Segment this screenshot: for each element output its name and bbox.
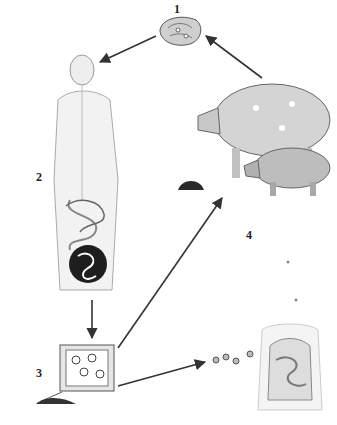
callout-number: 1 <box>172 2 182 16</box>
proglottids-and-eggs-part <box>60 345 114 391</box>
proglottids-and-eggs-part <box>80 368 88 376</box>
human-intestine-part <box>295 299 298 302</box>
human-host-part <box>69 245 107 283</box>
pigs-part <box>198 108 220 134</box>
eggs-part <box>213 357 219 363</box>
cycle-arrows-part <box>100 36 156 62</box>
pork-meat-part <box>160 17 201 45</box>
proglottids-and-eggs-part <box>88 354 96 362</box>
proglottids-and-eggs-part <box>96 370 104 378</box>
callout-number: 4 <box>244 228 254 242</box>
pigs-part <box>178 181 204 190</box>
pigs-part <box>310 182 316 196</box>
human-intestine-part <box>276 357 306 385</box>
pigs <box>178 84 330 196</box>
pigs-part <box>270 182 276 196</box>
proglottids-and-eggs-part <box>72 356 80 364</box>
cycle-arrows-part <box>206 36 262 78</box>
proglottids-and-eggs-part <box>36 398 76 404</box>
human-host-part <box>54 91 118 290</box>
pigs-part <box>253 105 259 111</box>
cycle-arrows-part <box>118 198 222 348</box>
cycle-arrows-part <box>91 300 93 338</box>
cycle-arrows <box>92 36 262 386</box>
pigs-part <box>254 148 330 188</box>
proglottids-and-eggs <box>36 345 114 404</box>
eggs-part <box>247 351 253 357</box>
human-intestine-part <box>268 339 312 401</box>
human-host-part <box>66 200 104 232</box>
human-intestine <box>258 261 322 411</box>
pigs-part <box>244 160 260 178</box>
pork-meat-part <box>168 24 192 39</box>
eggs <box>213 351 253 364</box>
cycle-arrows-part <box>118 362 205 386</box>
callout-number: 3 <box>34 366 44 380</box>
eggs-part <box>223 354 229 360</box>
pigs-part <box>232 148 240 178</box>
human-host-part <box>82 85 83 200</box>
callout-number: 2 <box>34 170 44 184</box>
human-host <box>54 55 118 290</box>
eggs-part <box>233 358 239 364</box>
human-intestine-part <box>258 324 322 410</box>
pork-meat-part <box>184 34 188 38</box>
human-intestine-part <box>287 261 290 264</box>
human-host-part <box>78 254 96 279</box>
pork-meat-part <box>176 28 180 32</box>
human-host-part <box>70 55 94 85</box>
pork-meat <box>160 17 201 45</box>
pigs-part <box>279 125 285 131</box>
proglottids-and-eggs-part <box>66 350 108 386</box>
pigs-part <box>289 101 295 107</box>
pigs-part <box>214 84 330 156</box>
